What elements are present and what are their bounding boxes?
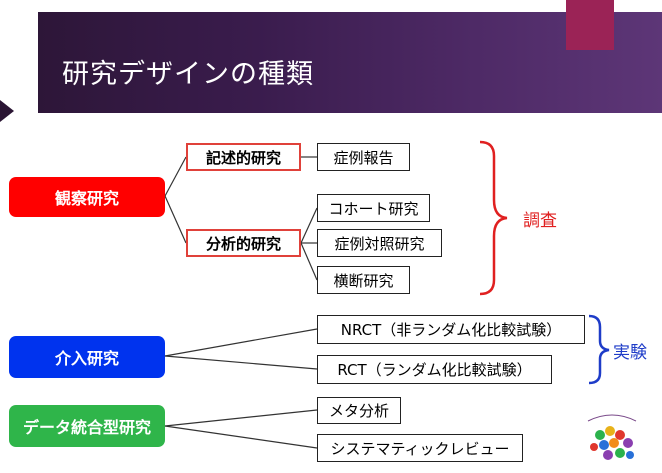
- experiment-label: 実験: [613, 343, 647, 363]
- cohort-study-box: コホート研究: [317, 194, 430, 222]
- survey-label: 調査: [523, 211, 557, 231]
- experiment-brace-icon: [588, 314, 610, 385]
- case-report-box: 症例報告: [317, 143, 410, 171]
- page-title: 研究デザインの種類: [62, 59, 314, 90]
- case-control-study-box: 症例対照研究: [317, 229, 442, 257]
- data-integration-study-box: データ統合型研究: [9, 405, 165, 447]
- logo-icon: [587, 414, 637, 460]
- survey-brace-icon: [479, 140, 508, 296]
- nrct-box: NRCT（非ランダム化比較試験）: [317, 315, 585, 344]
- meta-analysis-box: メタ分析: [317, 397, 401, 424]
- observational-study-box: 観察研究: [9, 177, 165, 217]
- pointer-arrow-icon: [0, 100, 14, 122]
- descriptive-study-box: 記述的研究: [186, 143, 301, 171]
- cross-sectional-study-box: 横断研究: [317, 266, 410, 294]
- title-band: [38, 12, 662, 113]
- intervention-study-box: 介入研究: [9, 336, 165, 378]
- accent-square: [566, 0, 614, 50]
- rct-box: RCT（ランダム化比較試験）: [317, 355, 552, 384]
- systematic-review-box: システマティックレビュー: [317, 434, 523, 462]
- analytical-study-box: 分析的研究: [186, 229, 301, 257]
